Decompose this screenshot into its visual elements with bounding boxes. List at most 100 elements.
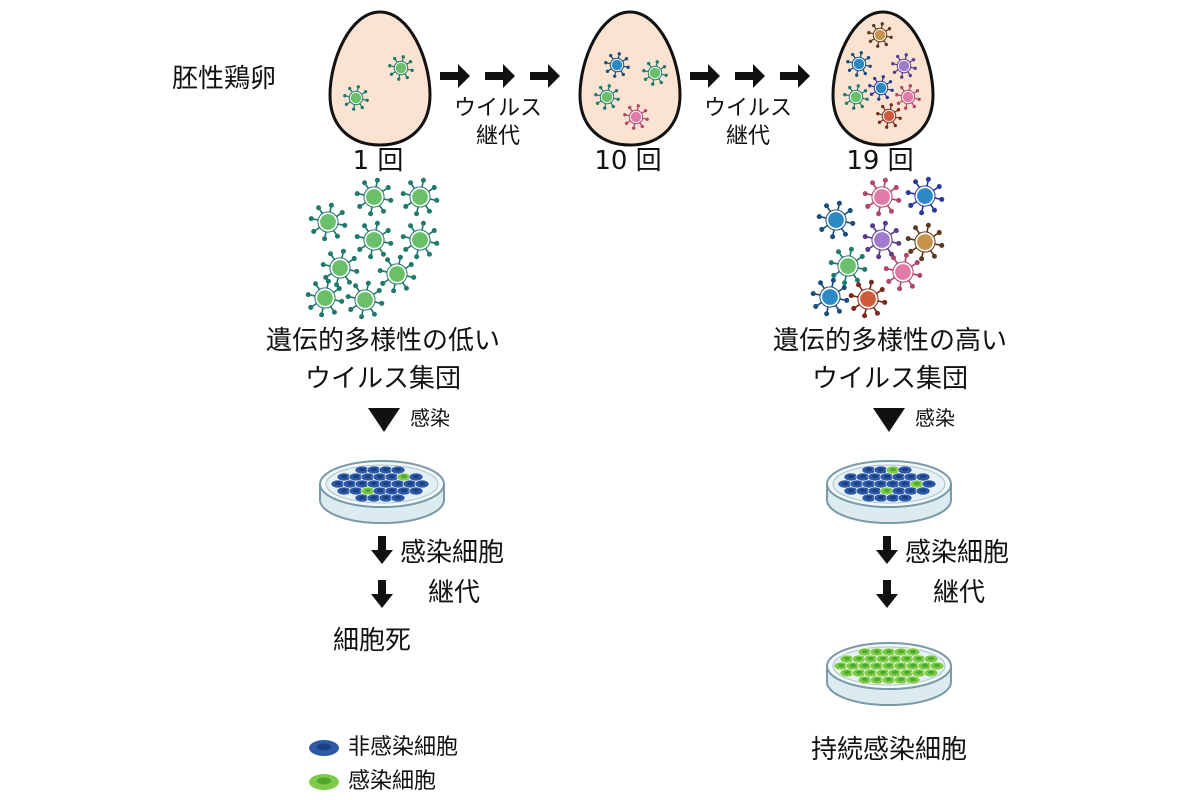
cell-nucleus bbox=[884, 474, 890, 479]
virus-icon-blue bbox=[816, 200, 856, 240]
cell-nucleus bbox=[844, 670, 850, 675]
cell-nucleus bbox=[880, 670, 886, 675]
right-infect-label: 感染 bbox=[915, 406, 955, 430]
passage-arrows-2 bbox=[690, 64, 810, 88]
cell-nucleus bbox=[371, 481, 377, 486]
cell-nucleus bbox=[890, 495, 896, 500]
cell-nucleus bbox=[890, 467, 896, 472]
virus-icon-pink bbox=[883, 252, 923, 292]
petri-dish-left bbox=[319, 460, 445, 524]
cell-nucleus bbox=[872, 474, 878, 479]
cell-nucleus bbox=[413, 488, 419, 493]
cell-nucleus bbox=[896, 488, 902, 493]
left-outcome: 細胞死 bbox=[333, 626, 412, 656]
virus-icon-blue bbox=[810, 277, 850, 317]
virus-icon-green bbox=[320, 248, 360, 288]
virus-icon-green bbox=[828, 246, 868, 286]
virus-icon-green bbox=[400, 177, 440, 217]
legend-infected-icon bbox=[309, 774, 339, 790]
virus-icon-green bbox=[377, 254, 417, 294]
egg-1-icon bbox=[328, 10, 432, 147]
cell-nucleus bbox=[389, 488, 395, 493]
virus-particles bbox=[305, 22, 945, 320]
cell-nucleus bbox=[419, 481, 425, 486]
passage-label-2b: 継代 bbox=[725, 124, 771, 149]
cell-nucleus bbox=[910, 677, 916, 682]
cell-nucleus bbox=[928, 670, 934, 675]
left-infect-label: 感染 bbox=[410, 406, 450, 430]
virus-icon-green bbox=[594, 84, 620, 110]
cell-nucleus bbox=[850, 663, 856, 668]
virus-icon-blue bbox=[604, 52, 630, 78]
cell-nucleus bbox=[395, 467, 401, 472]
cell-nucleus bbox=[377, 488, 383, 493]
passage-label-1b: 継代 bbox=[475, 124, 521, 149]
cell-nucleus bbox=[896, 474, 902, 479]
cell-nucleus bbox=[353, 488, 359, 493]
cell-nucleus bbox=[886, 677, 892, 682]
passage-label-1a: ウイルス bbox=[453, 96, 543, 121]
virus-icon-brown bbox=[867, 22, 893, 48]
cell-nucleus bbox=[413, 474, 419, 479]
infect-triangle-right bbox=[873, 408, 905, 432]
virus-icon-blue bbox=[846, 51, 872, 77]
cell-nucleus bbox=[383, 481, 389, 486]
legend-uninfected-label: 非感染細胞 bbox=[348, 735, 459, 760]
right-cell-passage-2: 継代 bbox=[933, 578, 986, 608]
cell-nucleus bbox=[341, 488, 347, 493]
passage-label-2a: ウイルス bbox=[703, 96, 793, 121]
cell-nucleus bbox=[389, 474, 395, 479]
cell-nucleus bbox=[844, 656, 850, 661]
cell-nucleus bbox=[874, 649, 880, 654]
petri-dish-right bbox=[826, 460, 952, 524]
cell-nucleus bbox=[886, 663, 892, 668]
right-population-line2: ウイルス集団 bbox=[811, 364, 969, 394]
cell-nucleus bbox=[838, 663, 844, 668]
cell-nucleus bbox=[860, 488, 866, 493]
cell-nucleus bbox=[359, 495, 365, 500]
virus-icon-red bbox=[876, 103, 902, 129]
left-population-line2: ウイルス集団 bbox=[304, 364, 462, 394]
virus-icon-red bbox=[848, 279, 888, 319]
cell-nucleus bbox=[842, 481, 848, 486]
virus-icon-green bbox=[388, 55, 414, 81]
legend-uninfected-icon bbox=[309, 740, 339, 756]
cell-nucleus bbox=[878, 481, 884, 486]
cell-nucleus bbox=[878, 495, 884, 500]
egg-label: 胚性鶏卵 bbox=[172, 64, 277, 94]
down-arrows-left bbox=[371, 536, 393, 608]
cell-nucleus bbox=[848, 474, 854, 479]
left-cell-passage-2: 継代 bbox=[428, 578, 481, 608]
count-10-label: 10 回 bbox=[594, 146, 662, 176]
cell-nucleus bbox=[878, 467, 884, 472]
petri-dish-persistent bbox=[826, 642, 952, 706]
virus-icon-brown bbox=[905, 222, 945, 262]
virus-icon-pink bbox=[895, 84, 921, 110]
cell-nucleus bbox=[898, 677, 904, 682]
virus-icon-green bbox=[400, 220, 440, 260]
virus-icon-navy bbox=[868, 75, 894, 101]
virus-icon-navy bbox=[905, 176, 945, 216]
cell-nucleus bbox=[910, 649, 916, 654]
cell-nucleus bbox=[377, 474, 383, 479]
cell-nucleus bbox=[898, 663, 904, 668]
virus-icon-green bbox=[308, 202, 348, 242]
left-population-line1: 遺伝的多様性の低い bbox=[265, 326, 501, 356]
right-population-line1: 遺伝的多様性の高い bbox=[772, 326, 1008, 356]
cell-nucleus bbox=[347, 481, 353, 486]
cell-nucleus bbox=[860, 474, 866, 479]
cell-nucleus bbox=[920, 474, 926, 479]
cell-nucleus bbox=[359, 467, 365, 472]
cell-nucleus bbox=[916, 656, 922, 661]
cell-nucleus bbox=[359, 481, 365, 486]
cell-nucleus bbox=[934, 663, 940, 668]
cell-nucleus bbox=[902, 481, 908, 486]
cell-nucleus bbox=[353, 474, 359, 479]
infect-triangle-left bbox=[368, 408, 400, 432]
cell-nucleus bbox=[910, 663, 916, 668]
cell-nucleus bbox=[898, 649, 904, 654]
egg-10-icon bbox=[578, 10, 682, 147]
cell-nucleus bbox=[916, 670, 922, 675]
cell-nucleus bbox=[866, 467, 872, 472]
